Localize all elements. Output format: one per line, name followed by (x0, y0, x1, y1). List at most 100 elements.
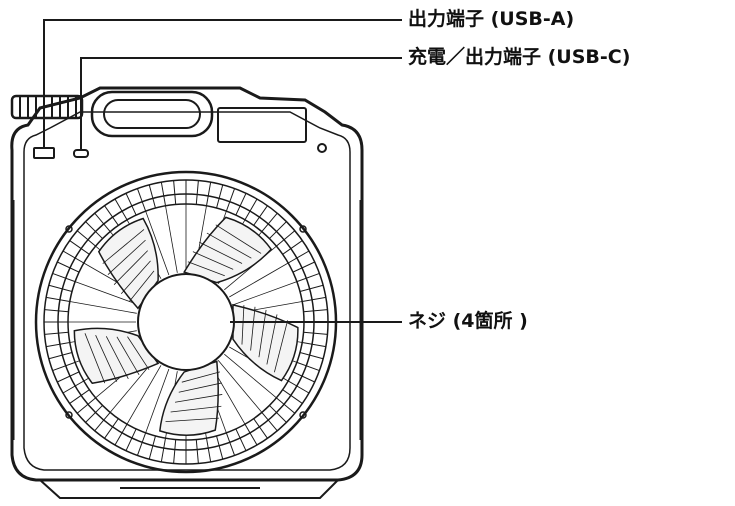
grille-spoke-inner (217, 360, 263, 413)
grille-screw (299, 225, 307, 233)
grille-spoke (125, 428, 137, 451)
grille-spoke-inner (69, 301, 137, 314)
grille-spoke (296, 361, 320, 372)
grille-spoke-inner (229, 262, 289, 298)
housing-outline (10, 86, 364, 482)
grille-spoke (76, 230, 96, 247)
blade-hatch (84, 333, 106, 384)
grille-spoke (261, 412, 278, 432)
grille-spoke (292, 371, 315, 383)
grille-spoke (303, 309, 328, 313)
grille-spoke (299, 352, 324, 360)
grille-spoke (44, 309, 69, 313)
grille-screw (299, 411, 307, 419)
blade-hatch (105, 336, 129, 380)
grille-spoke-inner (145, 368, 170, 434)
grille-spoke (287, 380, 310, 394)
grille-spoke (303, 331, 328, 335)
display-window (217, 107, 307, 143)
grille-spoke (148, 184, 156, 209)
housing-inner (23, 111, 351, 471)
grille-spoke (136, 188, 147, 212)
grille-spoke (269, 405, 287, 423)
blade-hatch (127, 336, 150, 370)
grille-spoke (235, 193, 247, 216)
grille-spoke-inner (126, 365, 162, 425)
grille-spoke (292, 261, 315, 273)
usb-c-callout: 充電／出力端子 (USB-C) (408, 46, 631, 68)
grille-spoke (136, 432, 147, 456)
grille-spoke (148, 435, 156, 460)
grille-spoke (216, 184, 224, 209)
usb-c-leader (80, 57, 402, 150)
grille-spoke (296, 272, 320, 283)
blade-hatch (199, 241, 243, 264)
blade-hatch (174, 394, 223, 403)
blade-hatch (241, 305, 245, 345)
fan-blade (232, 303, 299, 382)
carry-handle (90, 90, 214, 138)
grille-spoke (287, 250, 310, 264)
grille-spoke (205, 182, 212, 206)
top-screw (317, 143, 327, 153)
grille-spoke (205, 438, 212, 462)
base (39, 479, 339, 499)
usb-c-port (73, 149, 89, 158)
grille-spoke-inner (74, 281, 140, 306)
grille-spoke (160, 438, 167, 462)
grille-spoke (114, 423, 128, 446)
grille-spoke (125, 193, 137, 216)
grille-spoke (94, 412, 111, 432)
fan-hub (137, 273, 235, 371)
grille-spoke (114, 198, 128, 221)
fan-body (10, 86, 364, 499)
blade-hatch (181, 371, 221, 383)
screw-callout: ネジ (4箇所 ) (408, 310, 528, 332)
grille-screw (65, 411, 73, 419)
blade-hatch (178, 382, 222, 393)
grille-spoke-inner (232, 281, 298, 306)
grille-spoke (276, 230, 296, 247)
grille-spoke-inner (109, 360, 155, 413)
grille-spoke (46, 341, 70, 348)
grille-spoke (69, 240, 90, 255)
grille-spoke (173, 439, 177, 464)
grille-spoke (52, 272, 76, 283)
blade-hatch (192, 251, 234, 270)
grille-spoke (85, 221, 103, 239)
blade-hatch (258, 309, 267, 358)
grille-spoke (253, 418, 268, 439)
grille-spoke-inner (145, 210, 170, 276)
blade-hatch (206, 232, 252, 259)
grille-spoke (261, 212, 278, 232)
grille-spoke (244, 423, 258, 446)
blade-hatch (128, 270, 155, 302)
grille-spoke (62, 250, 85, 264)
grille-spoke (269, 221, 287, 239)
grille-spoke (46, 296, 70, 303)
grille-spoke (225, 432, 236, 456)
grille-spoke (253, 205, 268, 226)
blade-hatch (113, 250, 148, 285)
grille-spoke-inner (165, 205, 178, 273)
grille-spoke-inner (224, 353, 277, 399)
usb-a-port (33, 147, 55, 159)
usb-a-leader (43, 19, 402, 148)
grille-spoke (52, 361, 76, 372)
grille-spoke (85, 405, 103, 423)
grille-spoke (76, 397, 96, 414)
grille-spoke (62, 380, 85, 394)
grille-spoke (302, 296, 326, 303)
grille-spoke (173, 180, 177, 205)
grille-spoke (69, 389, 90, 404)
grille-spoke (195, 439, 199, 464)
grille-spoke (57, 371, 80, 383)
blade-hatch (107, 239, 146, 275)
fan-blade (159, 360, 219, 436)
grille-spoke (94, 212, 111, 232)
grille-spoke (57, 261, 80, 273)
blade-hatch (120, 260, 151, 294)
leader-lines (43, 19, 402, 323)
